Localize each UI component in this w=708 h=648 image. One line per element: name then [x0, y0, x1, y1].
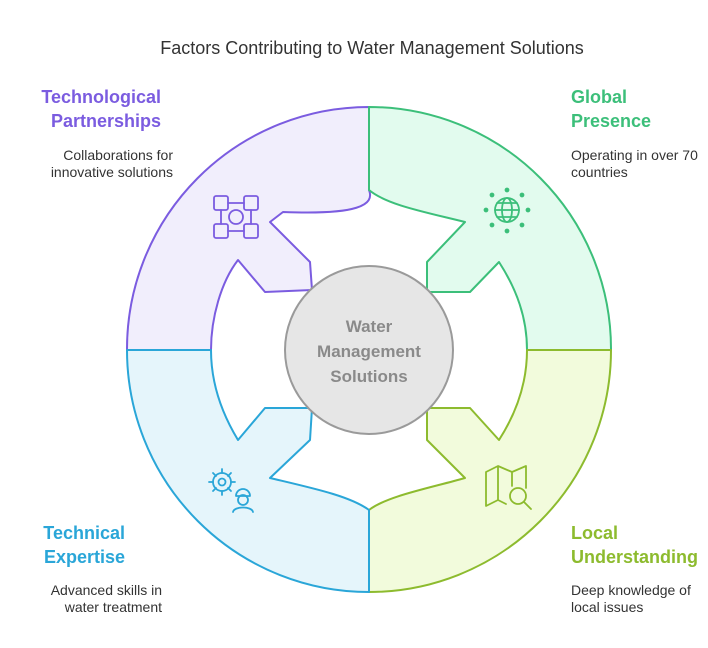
center-label-line-3: Solutions	[330, 367, 407, 386]
map-search-icon	[485, 465, 532, 510]
local-understanding-heading-line-1: Local	[571, 523, 618, 543]
technological-partnerships-description-line-2: innovative solutions	[51, 164, 173, 180]
globe-icon	[483, 187, 531, 234]
global-presence-description-line-1: Operating in over 70	[571, 147, 698, 163]
handshake-puzzle-icon	[213, 195, 259, 239]
center-label-line-1: Water	[346, 317, 393, 336]
center-circle	[284, 265, 454, 435]
global-presence-heading-line-1: Global	[571, 87, 627, 107]
technological-partnerships-heading-line-1: Technological	[41, 87, 161, 107]
sector-technical-expertise	[126, 349, 370, 593]
local-understanding-heading-line-2: Understanding	[571, 547, 698, 567]
center-label-line-2: Management	[317, 342, 421, 361]
technological-partnerships-description-line-1: Collaborations for	[63, 147, 173, 163]
local-understanding-description-line-2: local issues	[571, 599, 643, 615]
global-presence-heading-line-2: Presence	[571, 111, 651, 131]
technical-expertise-description-line-1: Advanced skills in	[51, 582, 162, 598]
technical-expertise-heading-line-2: Expertise	[44, 547, 125, 567]
technological-partnerships-heading-line-2: Partnerships	[51, 111, 161, 131]
gear-engineer-icon	[208, 468, 254, 513]
diagram-title: Factors Contributing to Water Management…	[160, 38, 584, 58]
global-presence-description-line-2: countries	[571, 164, 628, 180]
local-understanding-description-line-1: Deep knowledge of	[571, 582, 691, 598]
technical-expertise-heading-line-1: Technical	[43, 523, 125, 543]
technical-expertise-description-line-2: water treatment	[64, 599, 162, 615]
